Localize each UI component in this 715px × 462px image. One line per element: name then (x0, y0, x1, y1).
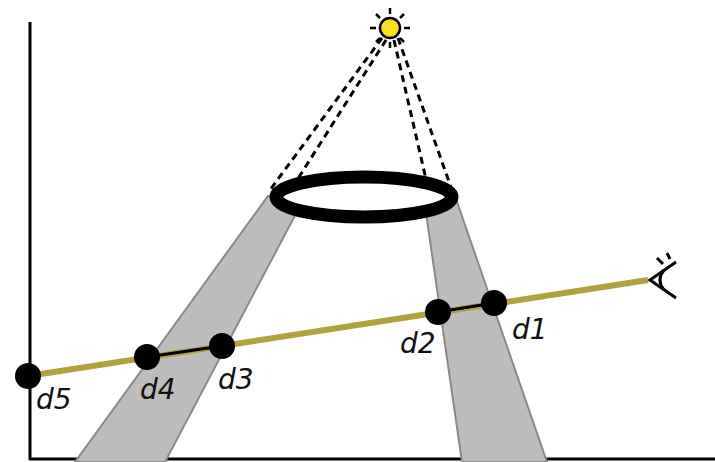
distance-label: d2 (400, 330, 436, 358)
light-shaft (75, 196, 300, 462)
distance-label: d5 (36, 386, 72, 414)
occluder-ring (276, 177, 452, 217)
light-source (370, 8, 410, 48)
distance-label: d3 (218, 366, 254, 394)
light-rays (270, 38, 452, 190)
distance-label: d1 (512, 316, 548, 344)
eye-symbol (650, 253, 676, 298)
light-shaft (425, 196, 547, 462)
y-axis (29, 22, 32, 460)
sample-point (15, 290, 507, 389)
view-ray (28, 280, 648, 376)
distance-label: d4 (140, 376, 176, 404)
